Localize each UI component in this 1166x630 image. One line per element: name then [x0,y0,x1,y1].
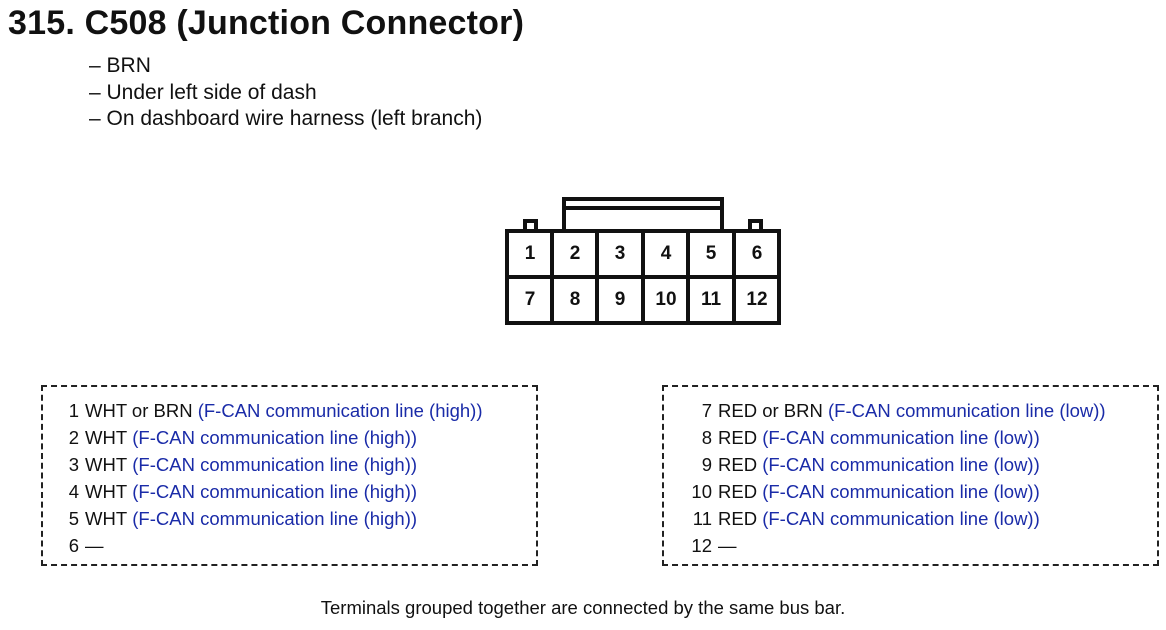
connector-latch [562,197,724,230]
wire-color: WHT [85,454,128,475]
terminal-8: 8 [569,289,581,310]
terminal-11: 11 [700,289,722,310]
note-color: BRN [89,53,482,80]
connector-notes: BRN Under left side of dash On dashboard… [89,53,483,133]
terminal-1: 1 [524,243,536,264]
pin-description: (F-CAN communication line (high)) [127,481,418,502]
pin-number: 11 [692,508,712,529]
wire-color: RED or BRN [718,400,823,421]
pin-row: 7 RED or BRN (F-CAN communication line (l… [676,397,1145,424]
pin-number: 7 [701,400,712,421]
pin-description: (F-CAN communication line (low)) [757,427,1040,448]
pin-description: (F-CAN communication line (high)) [127,454,418,475]
pin-row: 6— [55,532,524,559]
pin-description: (F-CAN communication line (low)) [757,481,1040,502]
pin-number: 2 [68,427,79,448]
wire-color: WHT or BRN [85,400,193,421]
pin-row: 12 — [676,532,1145,559]
pin-description: (F-CAN communication line (low)) [822,400,1106,421]
wire-color: — [85,535,104,556]
terminal-5: 5 [705,243,717,264]
pin-number: 4 [68,481,79,502]
pin-number: 12 [691,535,712,556]
pin-number: 3 [68,454,79,475]
pin-number: 1 [68,400,79,421]
wire-color: RED [718,481,758,502]
wire-color: RED [718,427,758,448]
pin-row: 2 WHT (F-CAN communication line (high)) [55,424,524,451]
pin-row: 5 WHT (F-CAN communication line (high)) [55,505,524,532]
terminal-12: 12 [746,289,768,310]
pin-number: 8 [701,427,712,448]
wire-color: WHT [85,508,128,529]
wire-color: — [718,535,737,556]
terminal-group-high: 1 WHT or BRN (F-CAN communication line (h… [41,385,538,566]
terminal-2: 2 [569,243,581,264]
wire-color: WHT [85,481,128,502]
bus-bar-note: Terminals grouped together are connected… [320,597,846,618]
note-location: Under left side of dash [89,80,482,107]
left-tab [523,219,538,230]
pin-row: 4 WHT (F-CAN communication line (high)) [55,478,524,505]
wire-color: RED [718,454,758,475]
connector-outline [505,197,781,325]
pin-number: 10 [691,481,712,502]
terminal-6: 6 [751,243,763,264]
terminal-9: 9 [614,289,626,310]
note-harness: On dashboard wire harness (left branch) [89,106,483,133]
pin-row: 9 RED (F-CAN communication line (low)) [676,451,1145,478]
wire-color: WHT [85,427,128,448]
pin-number: 6 [68,535,79,556]
pin-description: (F-CAN communication line (high)) [127,427,418,448]
terminal-group-low: 7 RED or BRN (F-CAN communication line (l… [662,385,1159,566]
pin-number: 5 [68,508,79,529]
terminal-10: 10 [655,289,677,310]
pin-row: 1 WHT or BRN (F-CAN communication line (h… [55,397,524,424]
pin-row: 3 WHT (F-CAN communication line (high)) [55,451,524,478]
terminal-7: 7 [524,289,536,310]
pin-row: 10 RED (F-CAN communication line (low)) [676,478,1145,505]
right-tab [748,219,763,230]
terminal-4: 4 [660,243,672,264]
pin-description: (F-CAN communication line (high)) [127,508,418,529]
pin-row: 8 RED (F-CAN communication line (low)) [676,424,1145,451]
pin-description: (F-CAN communication line (high)) [192,400,483,421]
pin-description: (F-CAN communication line (low)) [757,454,1040,475]
pin-number: 9 [701,454,712,475]
connector-diagram: 1 2 3 4 5 6 7 8 9 10 11 12 [505,194,781,326]
page-title: 315. C508 (Junction Connector) [8,4,525,42]
terminal-3: 3 [614,243,626,264]
wire-color: RED [718,508,758,529]
pin-row: 11 RED (F-CAN communication line (low)) [676,505,1145,532]
pin-description: (F-CAN communication line (low)) [757,508,1040,529]
